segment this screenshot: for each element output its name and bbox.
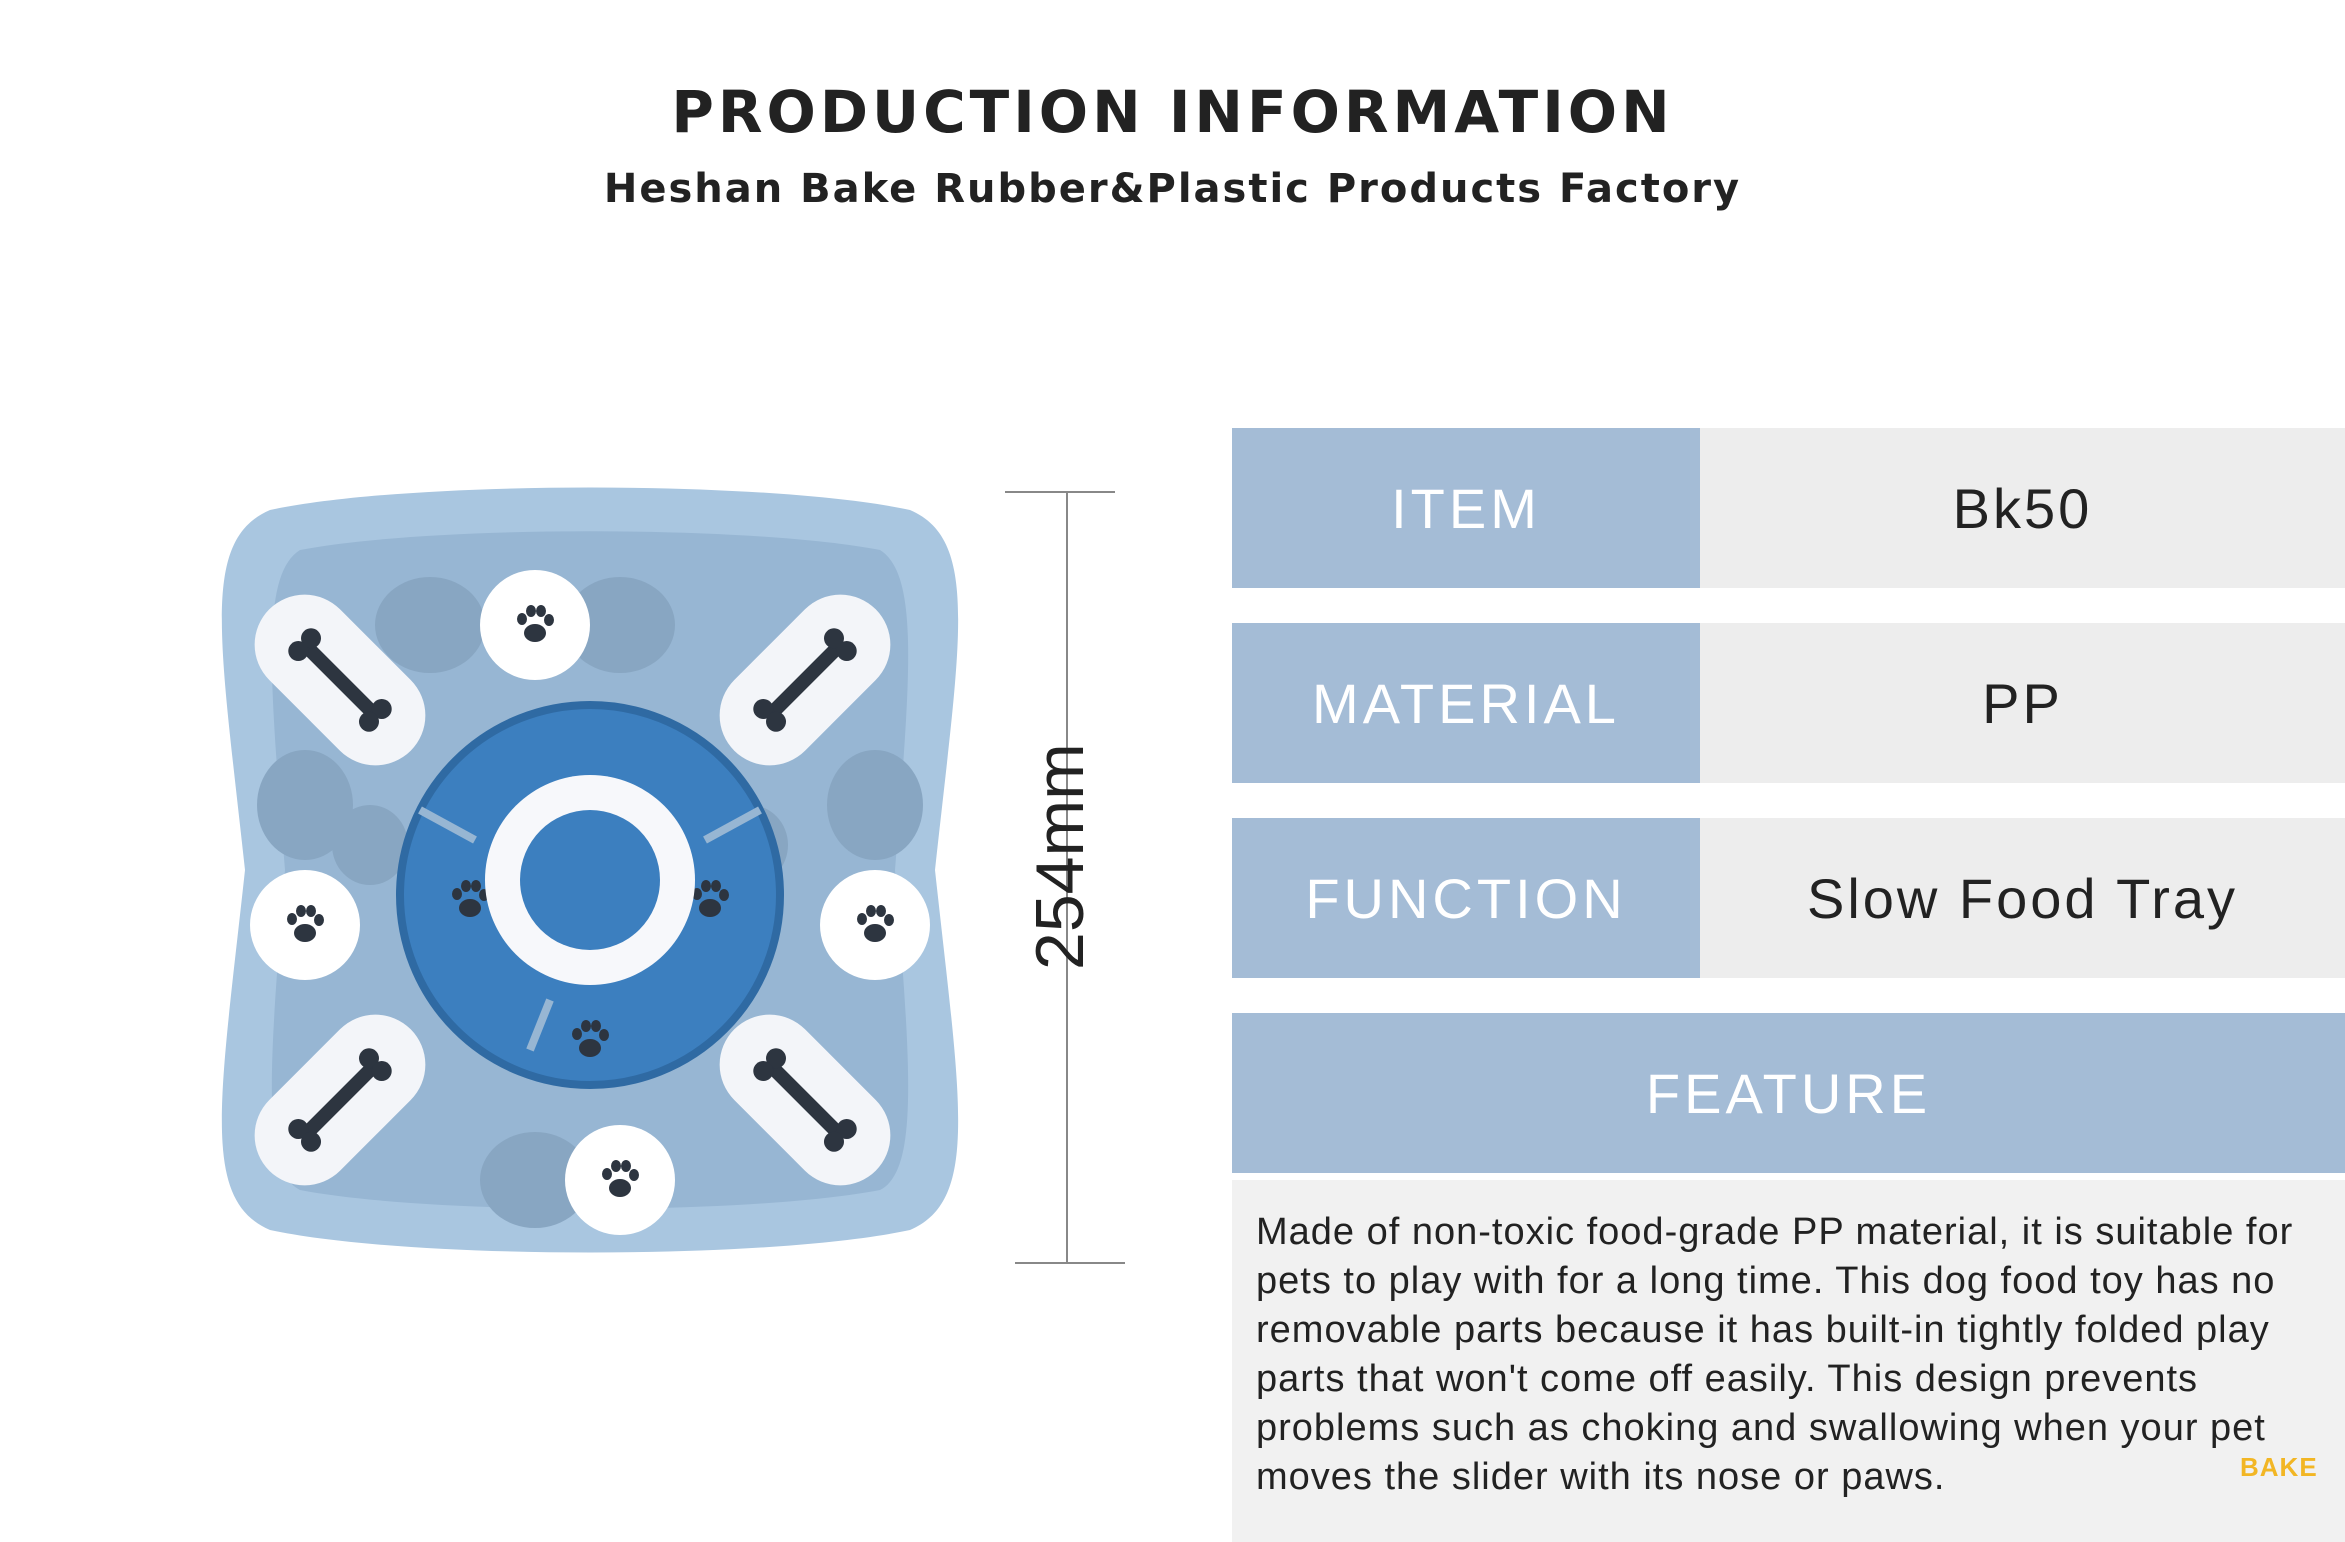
feature-body: Made of non-toxic food-grade PP material…: [1232, 1180, 2345, 1542]
spec-row-item: ITEM Bk50: [1232, 428, 2345, 588]
dimension-line: [1005, 490, 1125, 1265]
product-image: [190, 480, 990, 1260]
dimension-label: 254mm: [1022, 743, 1098, 970]
feature-text: Made of non-toxic food-grade PP material…: [1256, 1211, 2294, 1498]
spec-key: FUNCTION: [1232, 818, 1700, 978]
brand-logo: BAKE: [2240, 1452, 2318, 1482]
spec-key: MATERIAL: [1232, 623, 1700, 783]
feature-heading: FEATURE: [1232, 1013, 2345, 1173]
spec-value: PP: [1700, 623, 2345, 783]
spec-row-material: MATERIAL PP: [1232, 623, 2345, 783]
spec-value: Bk50: [1700, 428, 2345, 588]
spec-key: ITEM: [1232, 428, 1700, 588]
spec-value: Slow Food Tray: [1700, 818, 2345, 978]
spec-row-function: FUNCTION Slow Food Tray: [1232, 818, 2345, 978]
page-subtitle: Heshan Bake Rubber&Plastic Products Fact…: [603, 166, 1742, 212]
page-title: PRODUCTION INFORMATION: [671, 78, 1674, 146]
